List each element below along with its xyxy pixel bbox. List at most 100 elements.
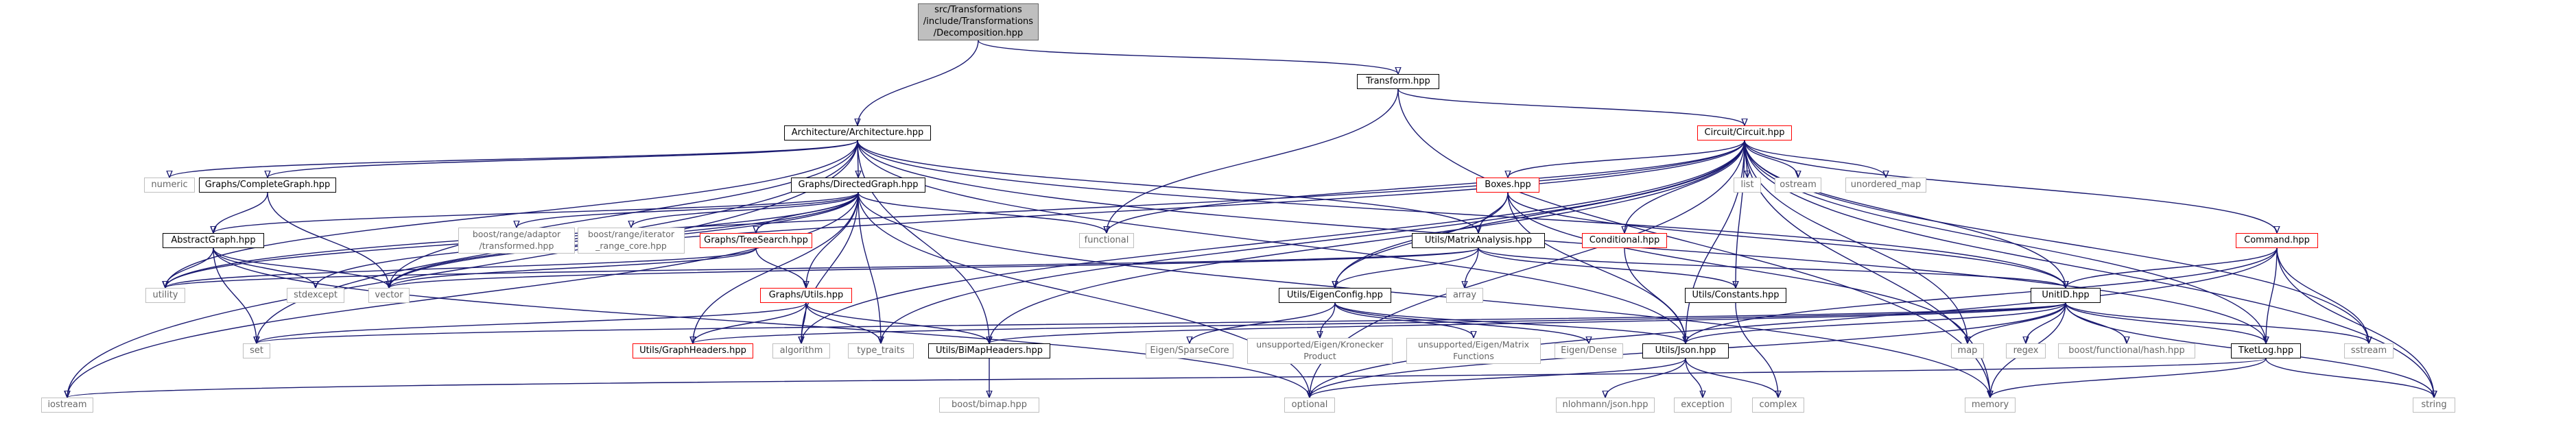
- edge-circuit-to-tketlog: [1744, 140, 2266, 343]
- edge-root-to-architecture: [858, 40, 979, 125]
- edge-graph_utils-to-graph_headers: [693, 302, 807, 344]
- node-transform-hpp[interactable]: Transform.hpp: [1357, 74, 1439, 89]
- node-algorithm: algorithm: [772, 343, 830, 358]
- node-boost-functional-hash: boost/functional/hash.hpp: [2058, 343, 2195, 358]
- node-abstractgraph-hpp[interactable]: AbstractGraph.hpp: [163, 233, 264, 248]
- edge-eigen_config-to-eigen_dense: [1334, 302, 1589, 344]
- node-eigen-kronecker: unsupported/Eigen/Kronecker Product: [1247, 338, 1393, 364]
- edge-directed_graph-to-boost_iterator: [631, 192, 859, 228]
- node-array: array: [1446, 288, 1483, 303]
- edge-abstract_graph-to-optional: [213, 247, 1310, 398]
- edge-tketlog-to-memory: [1990, 358, 2267, 398]
- node-nlohmann-json: nlohmann/json.hpp: [1556, 398, 1655, 413]
- edge-graph_utils-to-algorithm: [801, 302, 807, 343]
- node-vector: vector: [368, 288, 410, 303]
- node-list: list: [1734, 178, 1761, 193]
- edge-circuit-to-vector: [389, 140, 1745, 288]
- edge-directed_graph-to-boost_adaptor: [517, 192, 859, 228]
- edge-circuit-to-boxes: [1508, 140, 1745, 178]
- node-command-hpp[interactable]: Command.hpp: [2236, 233, 2318, 248]
- edge-json-to-exception: [1685, 358, 1703, 398]
- edge-constants-to-complex: [1735, 302, 1778, 398]
- node-constants-hpp[interactable]: Utils/Constants.hpp: [1685, 288, 1786, 303]
- node-json-hpp[interactable]: Utils/Json.hpp: [1642, 343, 1729, 358]
- node-graphheaders-hpp[interactable]: Utils/GraphHeaders.hpp: [633, 343, 753, 358]
- edge-circuit-to-command: [1744, 140, 2277, 233]
- edge-complete_graph-to-vector: [267, 192, 389, 288]
- edge-eigen_config-to-eigen_kronecker: [1320, 302, 1336, 338]
- node-treesearch-hpp[interactable]: Graphs/TreeSearch.hpp: [700, 233, 812, 248]
- edge-architecture-to-bimap_headers: [857, 140, 989, 343]
- edge-architecture-to-numeric: [169, 140, 858, 178]
- edge-circuit-to-unordered_map: [1744, 140, 1886, 178]
- node-boost-bimap: boost/bimap.hpp: [939, 398, 1039, 413]
- edge-unitid-to-set: [257, 302, 2066, 344]
- node-circuit-hpp[interactable]: Circuit/Circuit.hpp: [1697, 125, 1792, 141]
- edge-matrix_analysis-to-vector: [389, 247, 1479, 289]
- node-eigenconfig-hpp[interactable]: Utils/EigenConfig.hpp: [1279, 288, 1391, 303]
- node-matrixanalysis-hpp[interactable]: Utils/MatrixAnalysis.hpp: [1412, 233, 1545, 248]
- node-unordered-map: unordered_map: [1845, 178, 1926, 193]
- node-optional: optional: [1284, 398, 1335, 413]
- node-bimapheaders-hpp[interactable]: Utils/BiMapHeaders.hpp: [928, 343, 1050, 358]
- edge-command-to-tketlog: [2266, 247, 2278, 343]
- edge-unitid-to-sstream: [2065, 302, 2369, 344]
- edge-boxes-to-matrix_analysis: [1478, 192, 1509, 233]
- edge-architecture-to-complete_graph: [268, 140, 858, 178]
- edge-unitid-to-json: [1686, 302, 2066, 344]
- edge-circuit-to-constants: [1736, 140, 1745, 288]
- edge-command-to-sstream: [2276, 247, 2369, 343]
- node-boxes-hpp[interactable]: Boxes.hpp: [1476, 178, 1539, 193]
- node-decomposition-hpp: src/Transformations /include/Transformat…: [918, 3, 1039, 40]
- node-architecture-hpp[interactable]: Architecture/Architecture.hpp: [784, 125, 931, 141]
- edge-conditional-to-json: [1624, 247, 1686, 343]
- node-iostream: iostream: [41, 398, 93, 413]
- edge-unitid-to-map: [1968, 302, 2066, 344]
- edge-transform-to-memory: [1397, 88, 1990, 398]
- edge-command-to-optional: [1310, 247, 2278, 398]
- node-tketlog-hpp[interactable]: TketLog.hpp: [2231, 343, 2301, 358]
- edge-command-to-unitid: [2066, 247, 2278, 289]
- edge-tree_search-to-vector: [389, 247, 757, 289]
- edge-matrix_analysis-to-constants: [1478, 247, 1736, 289]
- edge-json-to-nlohmann: [1605, 358, 1686, 398]
- node-graph-utils-hpp[interactable]: Graphs/Utils.hpp: [760, 288, 852, 303]
- node-stdexcept: stdexcept: [287, 288, 344, 303]
- edge-graph_utils-to-set: [257, 302, 807, 344]
- node-complex: complex: [1752, 398, 1804, 413]
- node-boost-range-adaptor: boost/range/adaptor /transformed.hpp: [458, 228, 575, 254]
- edge-circuit-to-algorithm: [801, 140, 1745, 343]
- edge-json-to-optional: [1310, 358, 1686, 398]
- edge-architecture-to-utility: [165, 140, 858, 288]
- node-directedgraph-hpp[interactable]: Graphs/DirectedGraph.hpp: [791, 178, 925, 193]
- edge-command-to-json: [1686, 247, 2278, 343]
- node-boost-range-iterator: boost/range/iterator _range_core.hpp: [578, 228, 685, 254]
- edge-abstract_graph-to-set: [213, 247, 257, 343]
- edge-graph_utils-to-bimap_headers: [805, 302, 989, 344]
- node-conditional-hpp[interactable]: Conditional.hpp: [1582, 233, 1667, 248]
- edge-directed_graph-to-graph_utils: [806, 192, 859, 288]
- edge-matrix_analysis-to-utility: [165, 247, 1479, 289]
- node-completegraph-hpp[interactable]: Graphs/CompleteGraph.hpp: [199, 178, 336, 193]
- edge-json-to-complex: [1685, 358, 1778, 398]
- edge-tketlog-to-iostream: [67, 358, 2267, 398]
- node-utility: utility: [145, 288, 185, 303]
- node-regex: regex: [2006, 343, 2046, 358]
- node-memory: memory: [1965, 398, 2016, 413]
- edge-transform-to-circuit: [1397, 88, 1745, 126]
- node-eigen-sparsecore: Eigen/SparseCore: [1146, 343, 1233, 358]
- node-set: set: [243, 343, 270, 358]
- edge-graph_utils-to-type_traits: [805, 302, 881, 344]
- edge-boxes-to-unitid: [1507, 192, 2066, 288]
- edge-circuit-to-conditional: [1624, 140, 1745, 233]
- edge-abstract_graph-to-vector: [213, 247, 389, 289]
- edge-abstract_graph-to-stdexcept: [213, 247, 316, 289]
- node-unitid-hpp[interactable]: UnitID.hpp: [2031, 288, 2101, 303]
- node-eigen-dense: Eigen/Dense: [1555, 343, 1623, 358]
- node-type-traits: type_traits: [848, 343, 914, 358]
- edge-tketlog-to-string: [2265, 358, 2434, 398]
- edge-matrix_analysis-to-eigen_config: [1335, 247, 1479, 289]
- edge-matrix_analysis-to-array: [1465, 247, 1479, 288]
- edge-root-to-transform: [978, 40, 1398, 75]
